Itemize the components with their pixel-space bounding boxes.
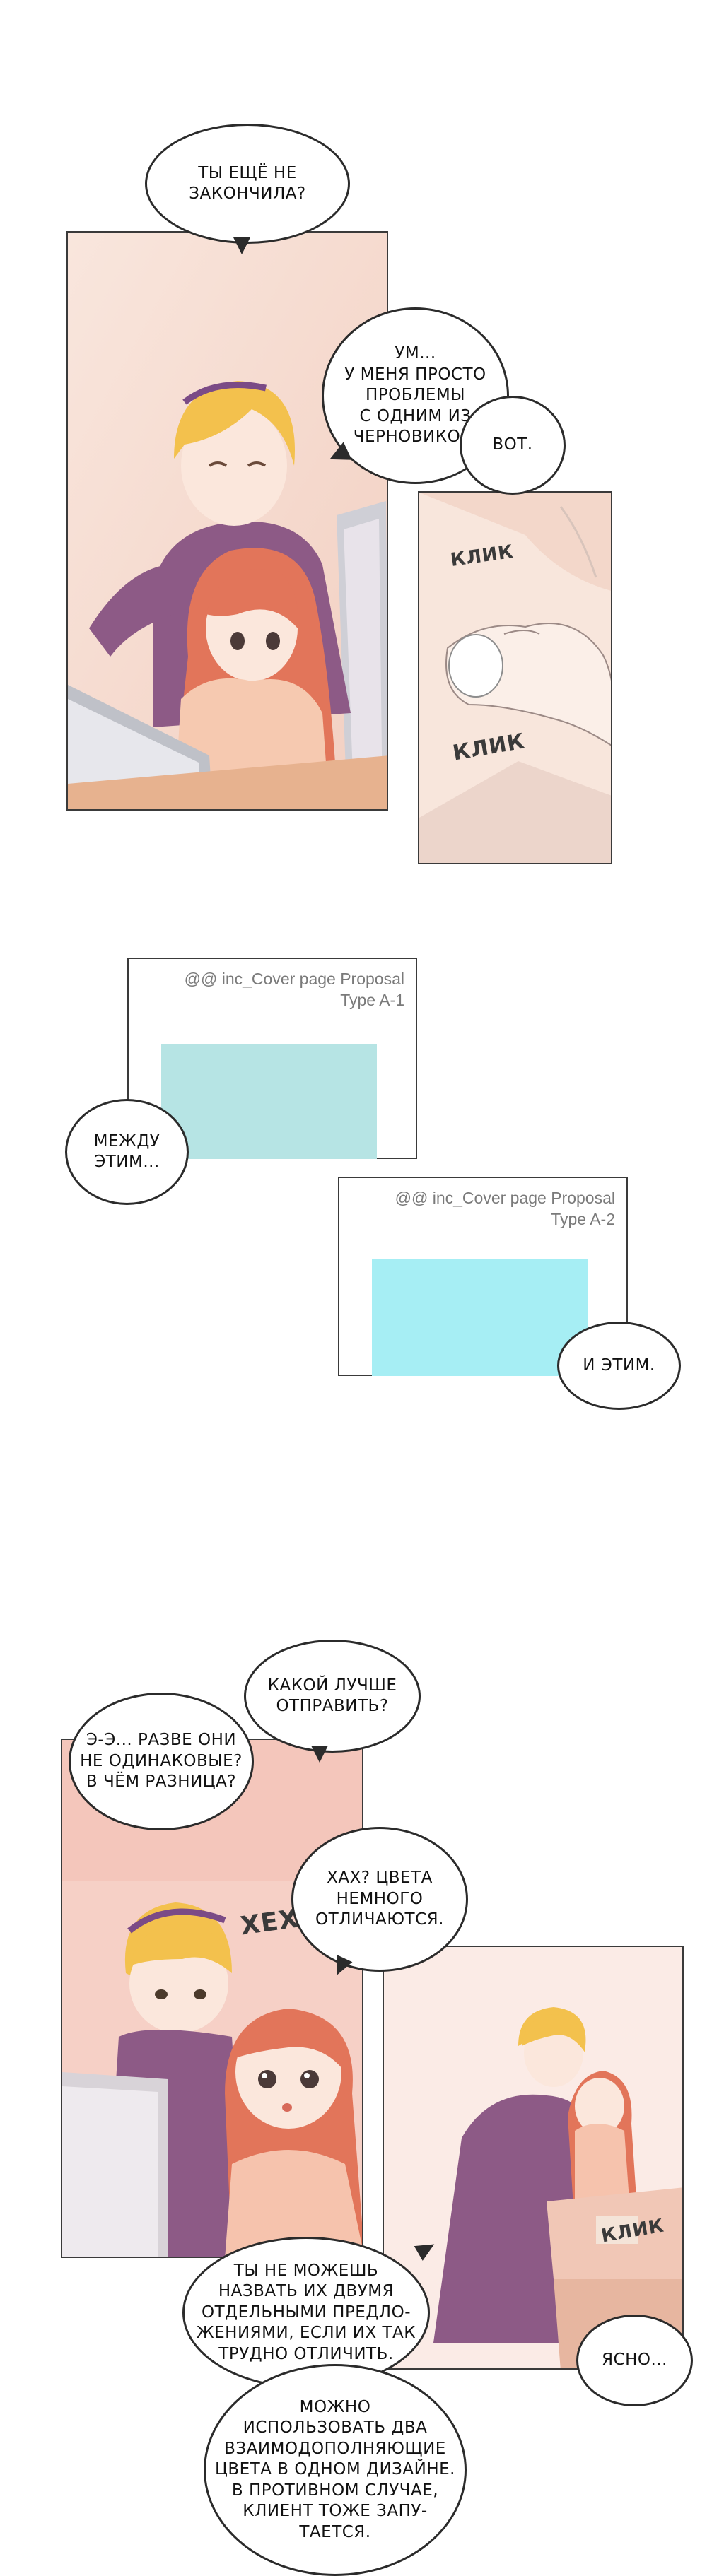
card-title: @@ inc_Cover page Proposal [395,1189,615,1207]
speech-bubble-cant-call-separate: ТЫ НЕ МОЖЕШЬ НАЗВАТЬ ИХ ДВУМЯ ОТДЕЛЬНЫМИ… [182,2237,430,2389]
card-type: Type A-2 [551,1209,615,1228]
speech-bubble-arent-they-same: Э-Э... РАЗВЕ ОНИ НЕ ОДИНАКОВЫЕ? В ЧЁМ РА… [69,1693,254,1830]
speech-bubble-colors-differ: ХАХ? ЦВЕТА НЕМНОГО ОТЛИЧАЮТСЯ. [291,1827,468,1972]
color-swatch-a2 [372,1259,588,1376]
speech-bubble-and-this: И ЭТИМ. [557,1322,681,1410]
card-title: @@ inc_Cover page Proposal [184,970,404,988]
bubble-tail [311,1746,328,1763]
speech-bubble-not-finished: ТЫ ЕЩЁ НЕ ЗАКОНЧИЛА? [145,124,350,244]
speech-bubble-which-better: КАКОЙ ЛУЧШЕ ОТПРАВИТЬ? [244,1640,421,1753]
card-caption: @@ inc_Cover page Proposal Type A-2 [395,1188,615,1230]
panel-1-art [68,233,387,809]
speech-bubble-between-this: МЕЖДУ ЭТИМ... [65,1099,189,1205]
proposal-card-type-a2: @@ inc_Cover page Proposal Type A-2 [338,1177,628,1376]
speech-bubble-i-see: ЯСНО... [576,2315,693,2406]
bubble-tail [233,237,250,254]
card-caption: @@ inc_Cover page Proposal Type A-1 [185,969,404,1011]
card-type: Type A-1 [340,990,404,1009]
panel-2-art [419,493,611,863]
color-swatch-a1 [161,1044,377,1159]
speech-bubble-use-complementary-colors: МОЖНО ИСПОЛЬЗОВАТЬ ДВА ВЗАИМОДОПОЛНЯЮЩИЕ… [204,2364,467,2576]
speech-bubble-here: ВОТ. [460,396,566,495]
speech-bubble-draft-problem: УМ... У МЕНЯ ПРОСТО ПРОБЛЕМЫ С ОДНИМ ИЗ … [322,307,509,484]
panel-2-mouse-click [418,491,612,864]
panel-1-characters-at-desk [66,231,388,811]
